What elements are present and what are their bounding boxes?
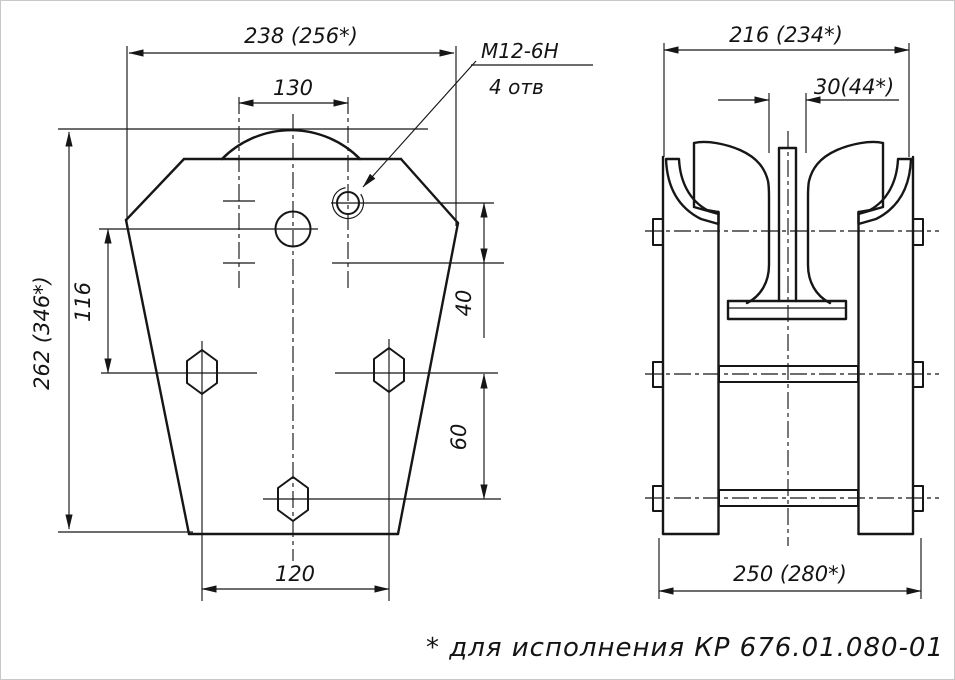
bolt-tab [652,218,664,246]
hex-bolt-right [373,347,405,393]
hook-strip-right [857,157,913,226]
rail-flange [726,299,848,321]
tie-bar-middle [718,365,859,383]
dim-slot-label: 30(44*) [814,75,894,99]
bolt-tab [652,361,664,388]
dim-bottom-span: 120 [201,562,390,593]
threaded-hole [336,191,360,215]
dim-side-width-top: 216 (234*) [663,23,910,157]
dim-hole-span: 130 [238,76,349,107]
left-taper-edge [124,218,191,536]
side-centerlines [645,131,939,546]
front-plate-outline [124,129,460,536]
right-taper-edge [396,221,460,536]
clamp-jaw-left [692,140,771,305]
bolt-tab [912,218,924,246]
rail-web [777,146,798,303]
dim-hole-to-row: 40 [452,202,488,338]
dim-60-label: 60 [447,424,471,451]
dim-hole-span-label: 130 [273,76,313,100]
tie-bar-lower [718,489,859,507]
front-view: 238 (256*) 130 262 (346*) 116 40 6 [30,24,593,601]
hook-strips [664,157,913,226]
dim-height-label: 262 (346*) [30,276,54,390]
dome-arc [220,129,362,161]
front-centerlines [99,97,504,601]
thread-callout: М12-6Н 4 отв [362,39,593,188]
side-view: 216 (234*) 30(44*) 250 (280*) [645,23,939,599]
bolt-tabs [652,218,924,512]
central-rail [726,146,848,321]
dim-250-label: 250 (280*) [733,562,847,586]
hex-bolt-left [186,349,218,395]
hook-strip-left [664,157,720,226]
center-hole [274,210,312,248]
thread-holes-count-label: 4 отв [489,75,544,99]
dim-row-to-row: 60 [447,373,488,500]
top-left-chamfer [124,157,186,222]
dim-120-label: 120 [275,562,315,586]
dim-row-offset-label: 116 [71,282,95,322]
thread-arc [331,186,365,220]
clamp-jaws [692,140,885,305]
bolt-tab [912,361,924,388]
hex-bolt-bottom [277,476,309,522]
bolt-tab [652,485,664,512]
dim-width-top-label: 238 (256*) [244,24,358,48]
dim-height: 262 (346*) [30,128,428,533]
footnote: * для исполнения КР 676.01.080-01 [426,633,944,663]
tie-bars [718,365,859,507]
bolt-tab [912,485,924,512]
thread-callout-label: М12-6Н [481,39,559,63]
dim-slot: 30(44*) [718,75,899,153]
leader-line [362,60,477,188]
dim-216-label: 216 (234*) [729,23,843,47]
dim-width-top: 238 (256*) [126,24,457,226]
dim-40-label: 40 [452,290,476,317]
clamp-jaw-right [806,140,885,305]
top-right-chamfer [399,157,460,225]
dim-row-offset: 116 [71,228,112,374]
dim-side-width-bottom: 250 (280*) [658,538,922,599]
front-holes [186,186,405,522]
